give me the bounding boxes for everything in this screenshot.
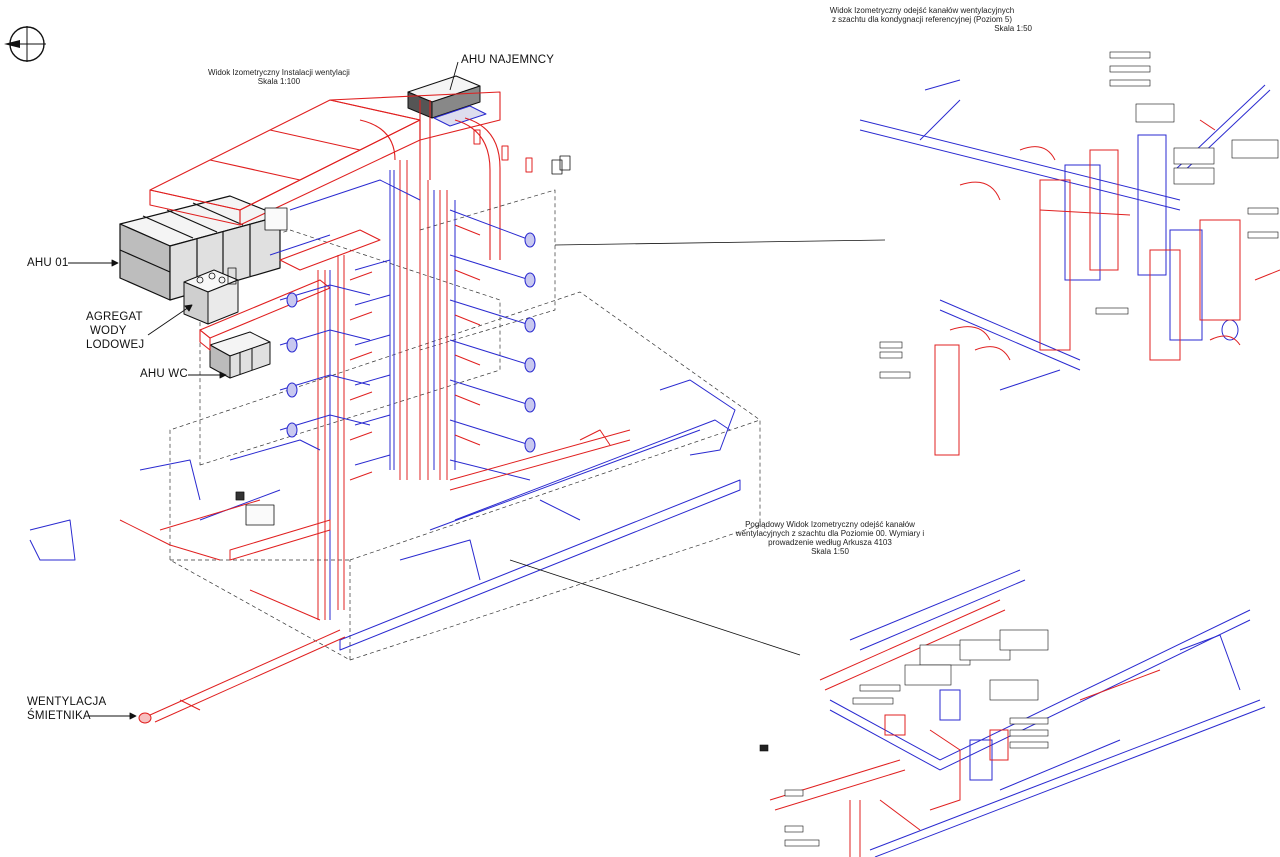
- label-agregat-1: AGREGAT: [86, 311, 143, 323]
- detail-lower-scale: Skala 1:50: [811, 547, 849, 556]
- small-equipment: [235, 207, 288, 526]
- detail-lower-title-2: wentylacyjnych z szachtu dla Poziomie 00…: [735, 529, 925, 538]
- chiller-unit: [183, 267, 239, 325]
- main-view-title: Widok Izometryczny Instalacji wentylacji: [208, 68, 350, 77]
- vertical-risers: [317, 160, 456, 620]
- detail-lower-view: [759, 569, 1266, 857]
- main-view-title-block: Widok Izometryczny Instalacji wentylacji…: [208, 68, 350, 86]
- north-arrow-icon: [4, 26, 46, 62]
- detail-lower-title-block: Poglądowy Widok Izometryczny odejść kana…: [730, 520, 930, 556]
- label-wentylacja-2: ŚMIETNIKA: [27, 710, 91, 722]
- floor-branches: [269, 179, 536, 481]
- label-agregat-3: LODOWEJ: [86, 339, 145, 351]
- detail-upper-scale: Skala 1:50: [994, 24, 1032, 33]
- main-view-scale: Skala 1:100: [257, 77, 301, 86]
- detail-upper-title-block: Widok Izometryczny odejść kanałów wentyl…: [812, 6, 1032, 33]
- label-ahu-01: AHU 01: [27, 257, 69, 269]
- ahu-wc-unit: [209, 331, 271, 379]
- label-wentylacja-block: WENTYLACJA ŚMIETNIKA: [27, 695, 106, 723]
- label-wentylacja-1: WENTYLACJA: [27, 696, 107, 708]
- main-supply-trunk: [149, 91, 501, 351]
- small-fittings: [473, 129, 533, 173]
- detail-upper-title-1: Widok Izometryczny odejść kanałów wentyl…: [829, 6, 1015, 15]
- label-ahu-wc: AHU WC: [140, 368, 188, 380]
- label-ahu-najemcy: AHU NAJEMNCY: [461, 54, 555, 66]
- detail-upper-title-2: z szachtu dla kondygnacji referencyjnej …: [831, 15, 1013, 24]
- main-isometric-view: [29, 61, 886, 724]
- louver-box: [551, 155, 571, 175]
- label-agregat-block: AGREGAT WODY LODOWEJ: [86, 310, 144, 352]
- detail-lower-title-1: Poglądowy Widok Izometryczny odejść kana…: [745, 520, 915, 529]
- detail-upper-view: [859, 51, 1280, 456]
- label-agregat-2: WODY: [90, 325, 127, 337]
- label-leaders: [68, 61, 886, 720]
- detail-lower-title-3: prowadzenie według Arkusza 4103: [768, 538, 892, 547]
- ground-level-ducts: [29, 379, 741, 724]
